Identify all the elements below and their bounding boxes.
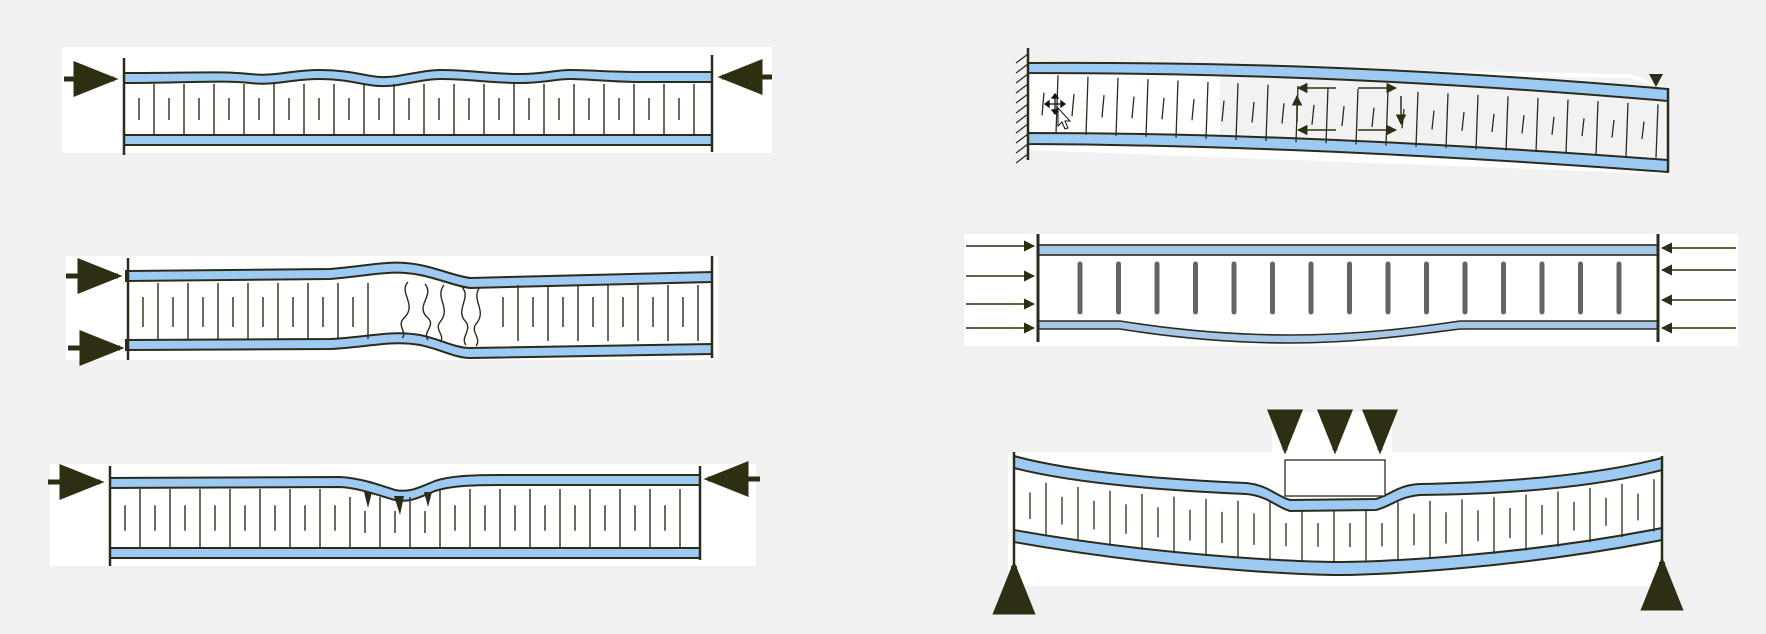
core-wall — [1085, 76, 1089, 135]
bottom-facesheet — [123, 134, 713, 146]
core-wall — [1265, 84, 1269, 142]
hatch-mark — [1015, 133, 1029, 144]
honeycomb-core — [138, 84, 695, 134]
core-wall — [1431, 110, 1435, 130]
core-wall — [1491, 113, 1495, 133]
axial-load-arrows — [966, 240, 1736, 334]
distributed-load-arrows — [1267, 409, 1398, 455]
shear-stress-arrows — [1291, 82, 1407, 136]
core-wall — [1521, 115, 1525, 134]
honeycomb-core — [124, 489, 681, 547]
honeycomb-core — [1077, 261, 1622, 315]
core-wall — [1145, 79, 1149, 137]
honeycomb-core — [1029, 479, 1655, 561]
core-wall — [1535, 97, 1539, 153]
hatch-mark — [1015, 63, 1029, 74]
move-cursor-icon[interactable] — [1043, 92, 1072, 130]
core-wall — [1385, 90, 1389, 146]
hatch-mark — [1015, 93, 1029, 104]
core-wall — [1205, 81, 1209, 139]
panel-debond-buckling — [964, 234, 1738, 346]
core-wall — [1235, 83, 1239, 140]
hatch-mark — [1015, 123, 1029, 134]
loading-pad — [1284, 459, 1386, 497]
support-reaction-arrows — [992, 556, 1684, 615]
core-wall — [1655, 104, 1659, 158]
core-wall — [1371, 107, 1375, 128]
core-wall — [1281, 103, 1285, 124]
core-wall — [1115, 77, 1119, 136]
core-wall — [1311, 104, 1315, 125]
core-wall — [1191, 99, 1195, 121]
panel-cantilever-shear — [1015, 48, 1670, 174]
core-wall — [1071, 93, 1075, 117]
hatch-mark — [1015, 83, 1029, 94]
core-wall — [1625, 102, 1629, 157]
tip-load-arrow — [1649, 74, 1663, 87]
core-wall — [1445, 93, 1449, 149]
core-wall — [1461, 112, 1465, 131]
core-wall — [1221, 100, 1225, 122]
core-wall — [1161, 97, 1165, 120]
core-wall — [1415, 91, 1419, 147]
panel-shear-crimping — [66, 256, 718, 366]
core-wall — [1595, 101, 1599, 155]
panel-face-dimpling — [48, 461, 760, 566]
hatch-mark — [1015, 103, 1029, 114]
core-wall — [1505, 96, 1509, 151]
hatch-mark — [1015, 53, 1029, 64]
bottom-facesheet — [109, 547, 701, 559]
core-wall — [1041, 92, 1045, 116]
core-wall — [1475, 94, 1479, 150]
core-wall — [1551, 116, 1555, 135]
core-wall — [1175, 80, 1179, 138]
top-facesheet — [1037, 244, 1659, 256]
core-wall — [1101, 95, 1105, 118]
honeycomb-core — [1041, 75, 1659, 158]
load-area-background — [1272, 412, 1392, 454]
hatch-mark — [1015, 143, 1029, 154]
core-wall — [1565, 99, 1569, 154]
crimped-core-walls — [400, 281, 481, 347]
core-wall — [1641, 121, 1645, 140]
fixed-support-hatching — [1015, 53, 1029, 164]
panel-local-indentation — [992, 409, 1684, 615]
core-wall — [1131, 96, 1135, 119]
hatch-mark — [1015, 153, 1029, 164]
core-wall — [1355, 88, 1359, 145]
core-wall — [1325, 87, 1329, 144]
core-wall — [1581, 118, 1585, 137]
honeycomb-core — [142, 283, 699, 341]
panel-face-wrinkling — [62, 47, 772, 155]
dimple-marks — [364, 492, 432, 515]
hatch-mark — [1015, 73, 1029, 84]
core-wall — [1611, 119, 1615, 138]
core-wall — [1341, 106, 1345, 126]
core-wall — [1251, 101, 1255, 123]
hatch-mark — [1015, 113, 1029, 124]
